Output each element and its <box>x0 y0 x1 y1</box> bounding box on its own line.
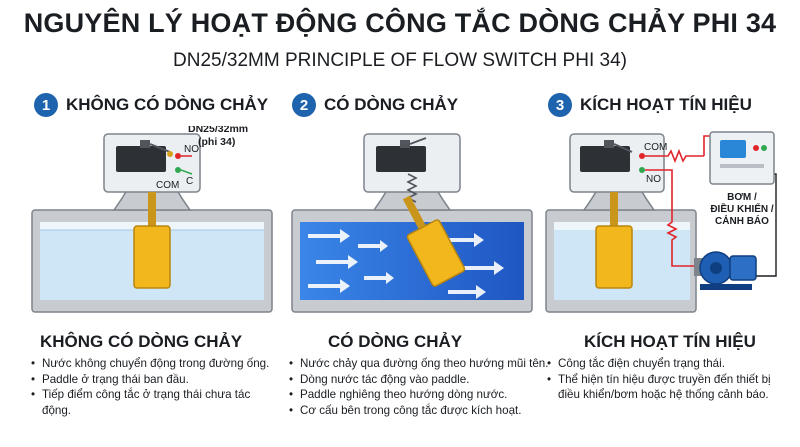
panel-signal: COM NO BƠM / ĐIỀU KHIỂN / CẢNH BÁO <box>544 126 792 326</box>
flow-arrows <box>308 229 504 299</box>
step-2-label: CÓ DÒNG CHẢY <box>324 95 459 114</box>
diagram-no-flow: NO COM C DN25/32mm (phi 34) <box>31 126 273 313</box>
step-2-header: 2 CÓ DÒNG CHẢY <box>292 92 458 118</box>
list-item: Paddle nghiêng theo hướng dòng nước. <box>289 387 550 403</box>
paddle <box>406 219 466 287</box>
list-item: Paddle ở trạng thái ban đầu. <box>31 372 282 388</box>
terminal-com: COM <box>156 180 179 191</box>
list-item: Thể hiện tín hiệu được truyền đến thiết … <box>547 372 800 388</box>
microswitch <box>376 146 426 172</box>
paddle-shaft <box>402 195 427 232</box>
caption-no-flow: KHÔNG CÓ DÒNG CHẢY <box>40 332 243 351</box>
signal-wire-no <box>645 169 696 267</box>
list-item: Dòng nước tác động vào paddle. <box>289 372 550 388</box>
signal-wire-com <box>645 148 704 164</box>
diagram-signal: COM NO BƠM / ĐIỀU KHIỂN / CẢNH BÁO <box>545 131 777 313</box>
list-item: động. <box>42 403 72 417</box>
control-display <box>720 140 746 158</box>
terminal-no: NO <box>646 174 661 185</box>
terminal-no: NO <box>184 144 199 155</box>
microswitch <box>116 146 166 172</box>
list-item: Nước không chuyển động trong đường ống. <box>31 356 282 372</box>
paddle <box>133 225 171 289</box>
paddle-shaft <box>148 192 156 228</box>
size-annotation-2: (phi 34) <box>198 136 235 148</box>
bullets-flow: Nước chảy qua đường ống theo hướng mũi t… <box>288 356 550 418</box>
step-3-header: 3 KÍCH HOẠT TÍN HIỆU <box>548 92 752 118</box>
panel-flow <box>288 126 536 326</box>
step-1-label: KHÔNG CÓ DÒNG CHẢY <box>66 95 269 114</box>
list-item: điều khiển/bơm hoặc hệ thống cảnh báo. <box>558 388 769 401</box>
caption-signal: KÍCH HOẠT TÍN HIỆU <box>584 332 756 351</box>
panel-no-flow: NO COM C DN25/32mm (phi 34) <box>28 126 276 326</box>
step-3-label: KÍCH HOẠT TÍN HIỆU <box>580 95 752 114</box>
step-1-header: 1 KHÔNG CÓ DÒNG CHẢY <box>34 92 268 118</box>
step-3-number: 3 <box>548 93 572 117</box>
bullets-no-flow: Nước không chuyển động trong đường ống. … <box>30 356 282 418</box>
indicator-green <box>761 145 767 151</box>
terminal-com: COM <box>644 142 667 153</box>
step-2-number: 2 <box>292 93 316 117</box>
device-label-3: CẢNH BÁO <box>715 214 769 227</box>
diagram-flow <box>291 133 533 313</box>
bullets-signal: Công tắc điện chuyển trạng thái. Thể hiệ… <box>546 356 800 403</box>
caption-flow: CÓ DÒNG CHẢY <box>328 332 463 351</box>
list-item: Công tắc điện chuyển trạng thái. <box>547 356 800 372</box>
size-annotation-1: DN25/32mm <box>188 126 248 135</box>
list-item: Cơ cấu bên trong công tắc được kích hoạt… <box>289 403 550 419</box>
paddle <box>595 225 633 289</box>
device-label-1: BƠM / <box>727 192 757 203</box>
tilted-paddle-group <box>402 195 466 287</box>
microswitch <box>580 146 630 172</box>
page-subtitle: DN25/32MM PRINCIPLE OF FLOW SWITCH PHI 3… <box>173 50 627 71</box>
list-item: Nước chảy qua đường ống theo hướng mũi t… <box>289 356 550 372</box>
page-title: NGUYÊN LÝ HOẠT ĐỘNG CÔNG TẮC DÒNG CHẢY P… <box>23 8 777 38</box>
list-item: Tiếp điểm công tắc ở trạng thái chưa tác <box>31 387 282 403</box>
terminal-c: C <box>186 176 193 187</box>
paddle-shaft <box>610 192 618 228</box>
pump-motor <box>729 255 757 281</box>
step-1-number: 1 <box>34 93 58 117</box>
indicator-red <box>753 145 759 151</box>
device-label-2: ĐIỀU KHIỂN / <box>710 202 774 215</box>
